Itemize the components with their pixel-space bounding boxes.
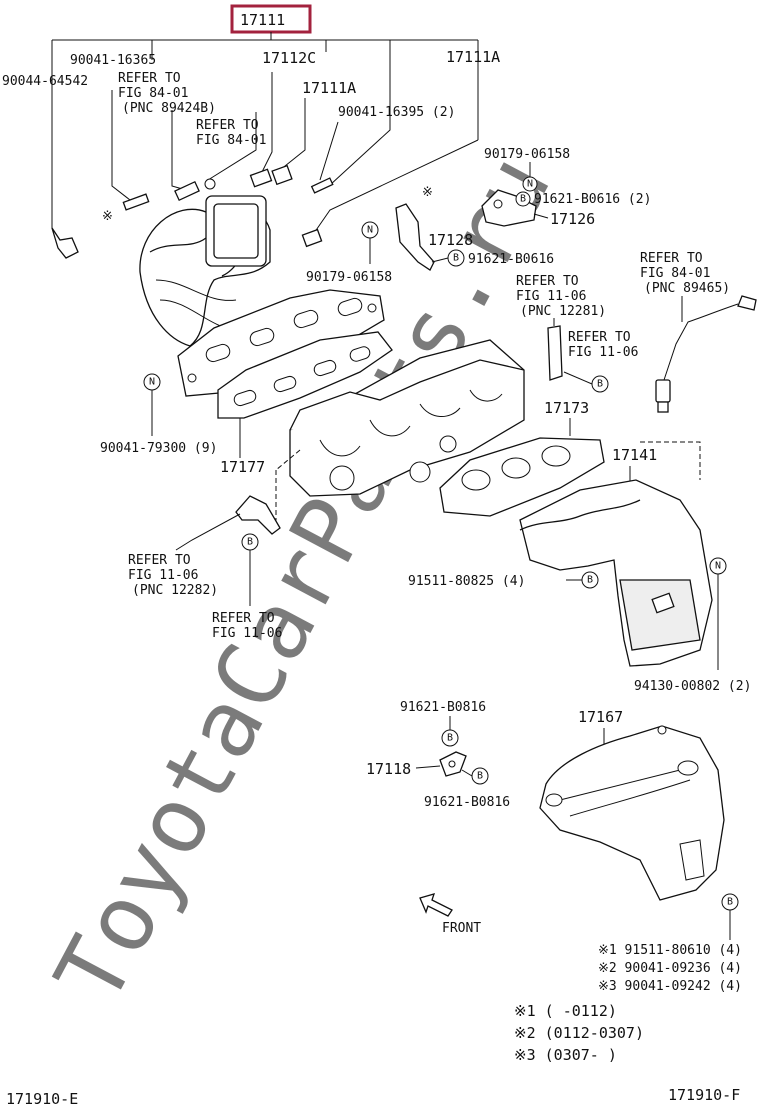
refer-d-line3: (PNC 12281)	[520, 304, 606, 319]
refer-g-line1: REFER TO	[212, 611, 275, 626]
refer-a-line3: (PNC 89424B)	[122, 101, 216, 116]
b-badge-heat-insulator-text: B	[727, 897, 733, 908]
leader-b0816-bot	[461, 769, 473, 777]
asterisk-left: ※	[102, 209, 113, 224]
footnote-part-3: ※3 90041-09242 (4)	[598, 979, 742, 994]
part-number-91621-B0616[interactable]: 91621-B0616	[468, 252, 554, 267]
leader-17126	[533, 213, 549, 219]
refer-c-line3: (PNC 89465)	[644, 281, 730, 296]
cylinder-head[interactable]	[289, 339, 525, 497]
b-badge-b0616-2[interactable]	[515, 191, 531, 207]
part-number-90179-06158-top[interactable]: 90179-06158	[484, 147, 570, 162]
refer-g-line2: FIG 11-06	[212, 626, 282, 641]
b-badge-b0816-top[interactable]	[441, 729, 459, 747]
manifold-gasket-rear[interactable]	[217, 331, 393, 419]
refer-f-line2: FIG 11-06	[128, 568, 198, 583]
refer-c-line2: FIG 84-01	[640, 266, 710, 281]
part-number-91621-B0816-top[interactable]: 91621-B0816	[400, 700, 486, 715]
refer-c-line1: REFER TO	[640, 251, 703, 266]
part-number-90041-16365[interactable]: 90041-16365	[70, 53, 156, 68]
b-badge-b0816-top-text: B	[447, 733, 453, 744]
part-number-17112C[interactable]: 17112C	[262, 49, 316, 67]
oxygen-sensor[interactable]	[655, 295, 757, 413]
part-number-17111[interactable]: 17111	[240, 11, 285, 29]
small-stud[interactable]	[310, 177, 334, 194]
part-number-91621-B0616-2[interactable]: 91621-B0616 (2)	[534, 192, 651, 207]
asterisk-right: ※	[422, 185, 433, 200]
sensor-plug[interactable]	[174, 180, 200, 202]
front-arrow-icon	[419, 893, 453, 917]
refer-e-line1: REFER TO	[568, 330, 631, 345]
figure-code-left: 171910-E	[6, 1090, 78, 1108]
b-badge-80825-text: B	[587, 575, 593, 586]
n-badge-79300-text: N	[149, 377, 155, 388]
n-badge-94130-text: N	[715, 561, 721, 572]
part-number-17128[interactable]: 17128	[428, 231, 473, 249]
n-badge-06158-top[interactable]	[522, 176, 538, 192]
exhaust-gasket-17173[interactable]	[439, 437, 605, 517]
bracket-small-right[interactable]	[547, 325, 563, 381]
leader-17118	[415, 765, 441, 769]
part-number-17177[interactable]: 17177	[220, 458, 265, 476]
refer-d-line1: REFER TO	[516, 274, 579, 289]
part-number-90041-16395[interactable]: 90041-16395 (2)	[338, 105, 455, 120]
part-number-90179-06158-mid[interactable]: 90179-06158	[306, 270, 392, 285]
bracket-lower-left[interactable]	[235, 495, 281, 535]
refer-f-line1: REFER TO	[128, 553, 191, 568]
n-badge-06158-mid-text: N	[367, 225, 373, 236]
stud-bolt[interactable]	[122, 193, 150, 211]
heat-insulator-bracket-17118[interactable]	[439, 751, 467, 777]
figure-code-right: 171910-F	[668, 1086, 740, 1104]
part-number-17118[interactable]: 17118	[366, 760, 411, 778]
catalytic-converter-17141[interactable]	[519, 479, 713, 667]
part-number-17173[interactable]: 17173	[544, 399, 589, 417]
front-label: FRONT	[442, 921, 481, 936]
manifold-gasket-front[interactable]	[177, 289, 385, 397]
refer-f-line3: (PNC 12282)	[132, 583, 218, 598]
b-badge-refer-g-text: B	[247, 537, 253, 548]
part-number-17167[interactable]: 17167	[578, 708, 623, 726]
union-fitting[interactable]	[249, 164, 293, 188]
footnote-date-2: ※2 (0112-0307)	[514, 1024, 644, 1042]
footnote-date-3: ※3 (0307- )	[514, 1046, 617, 1064]
refer-d-line2: FIG 11-06	[516, 289, 586, 304]
part-number-91621-B0816-bot[interactable]: 91621-B0816	[424, 795, 510, 810]
b-badge-b0616-text: B	[453, 253, 459, 264]
refer-a-line1: REFER TO	[118, 71, 181, 86]
footnote-date-1: ※1 ( -0112)	[514, 1002, 617, 1020]
leader-refer-f	[175, 513, 241, 551]
part-number-17126[interactable]: 17126	[550, 210, 595, 228]
gasket-ring[interactable]	[204, 178, 216, 190]
refer-b-line1: REFER TO	[196, 118, 259, 133]
leader-b0616	[431, 257, 449, 263]
refer-e-line2: FIG 11-06	[568, 345, 638, 360]
leader-tree	[51, 32, 479, 228]
refer-b-line2: FIG 84-01	[196, 133, 266, 148]
part-number-90044-64542[interactable]: 90044-64542	[2, 74, 88, 89]
part-number-90041-79300[interactable]: 90041-79300 (9)	[100, 441, 217, 456]
fastener-clip[interactable]	[51, 227, 79, 259]
footnote-part-2: ※2 90041-09236 (4)	[598, 961, 742, 976]
part-number-91511-80825[interactable]: 91511-80825 (4)	[408, 574, 525, 589]
heat-insulator-17167[interactable]	[539, 725, 725, 901]
dashed-leader-converter	[640, 441, 701, 480]
b-badge-b0816-bot-text: B	[477, 771, 483, 782]
leader-refer-e	[563, 371, 593, 385]
leaders-top-left	[111, 52, 479, 237]
part-number-17141[interactable]: 17141	[612, 446, 657, 464]
bracket-17126[interactable]	[481, 189, 537, 227]
part-number-17111A-left[interactable]: 17111A	[302, 79, 356, 97]
footnote-part-1: ※1 91511-80610 (4)	[598, 943, 742, 958]
part-number-17111A-right[interactable]: 17111A	[446, 48, 500, 66]
bushing[interactable]	[301, 228, 323, 248]
part-number-94130-00802[interactable]: 94130-00802 (2)	[634, 679, 751, 694]
refer-a-line2: FIG 84-01	[118, 86, 188, 101]
b-badge-b0616-2-text: B	[520, 194, 526, 205]
b-badge-refer-e-text: B	[597, 379, 603, 390]
n-badge-06158-top-text: N	[527, 179, 533, 190]
